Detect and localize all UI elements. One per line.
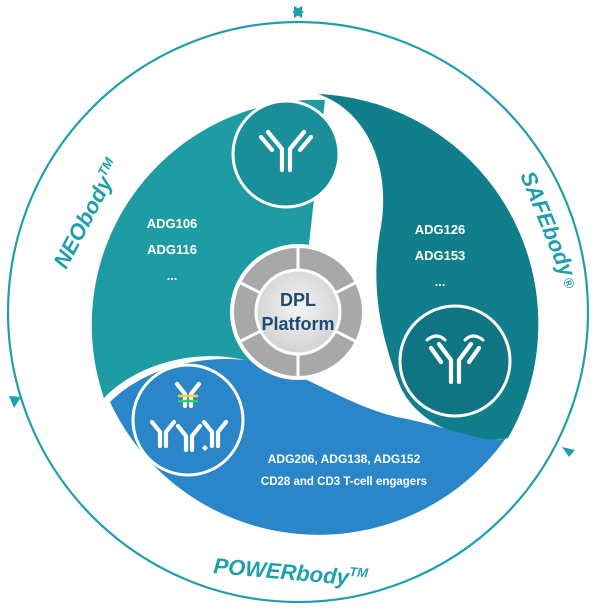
ring-arrowhead-top-left xyxy=(292,6,302,18)
powerbody-item-1: ADG206, ADG138, ADG152 xyxy=(268,452,421,466)
safebody-item-3: ... xyxy=(435,274,446,289)
bispecific-antibodies-icon xyxy=(149,381,229,453)
outer-cycle-ring xyxy=(6,20,590,604)
platform-line-2: Platform xyxy=(261,314,334,334)
ring-arrowhead-left xyxy=(9,396,21,408)
safebody-item-1: ADG126 xyxy=(415,222,466,237)
neobody-item-3: ... xyxy=(167,268,178,283)
platform-inner-circle xyxy=(254,268,342,356)
powerbody-label: POWERbodyTM xyxy=(213,552,370,591)
safebody-item-2: ADG153 xyxy=(415,248,466,263)
masked-antibody-icon xyxy=(425,334,485,385)
ring-arrowhead-right xyxy=(562,447,575,457)
neobody-item-1: ADG106 xyxy=(147,216,198,231)
powerbody-item-2: CD28 and CD3 T-cell engagers xyxy=(261,476,427,488)
safebody-icon-circle xyxy=(398,304,512,418)
neobody-item-2: ADG116 xyxy=(147,242,197,257)
platform-line-1: DPL xyxy=(280,290,316,310)
neobody-icon-circle xyxy=(231,99,341,209)
antibody-icon xyxy=(258,129,314,173)
